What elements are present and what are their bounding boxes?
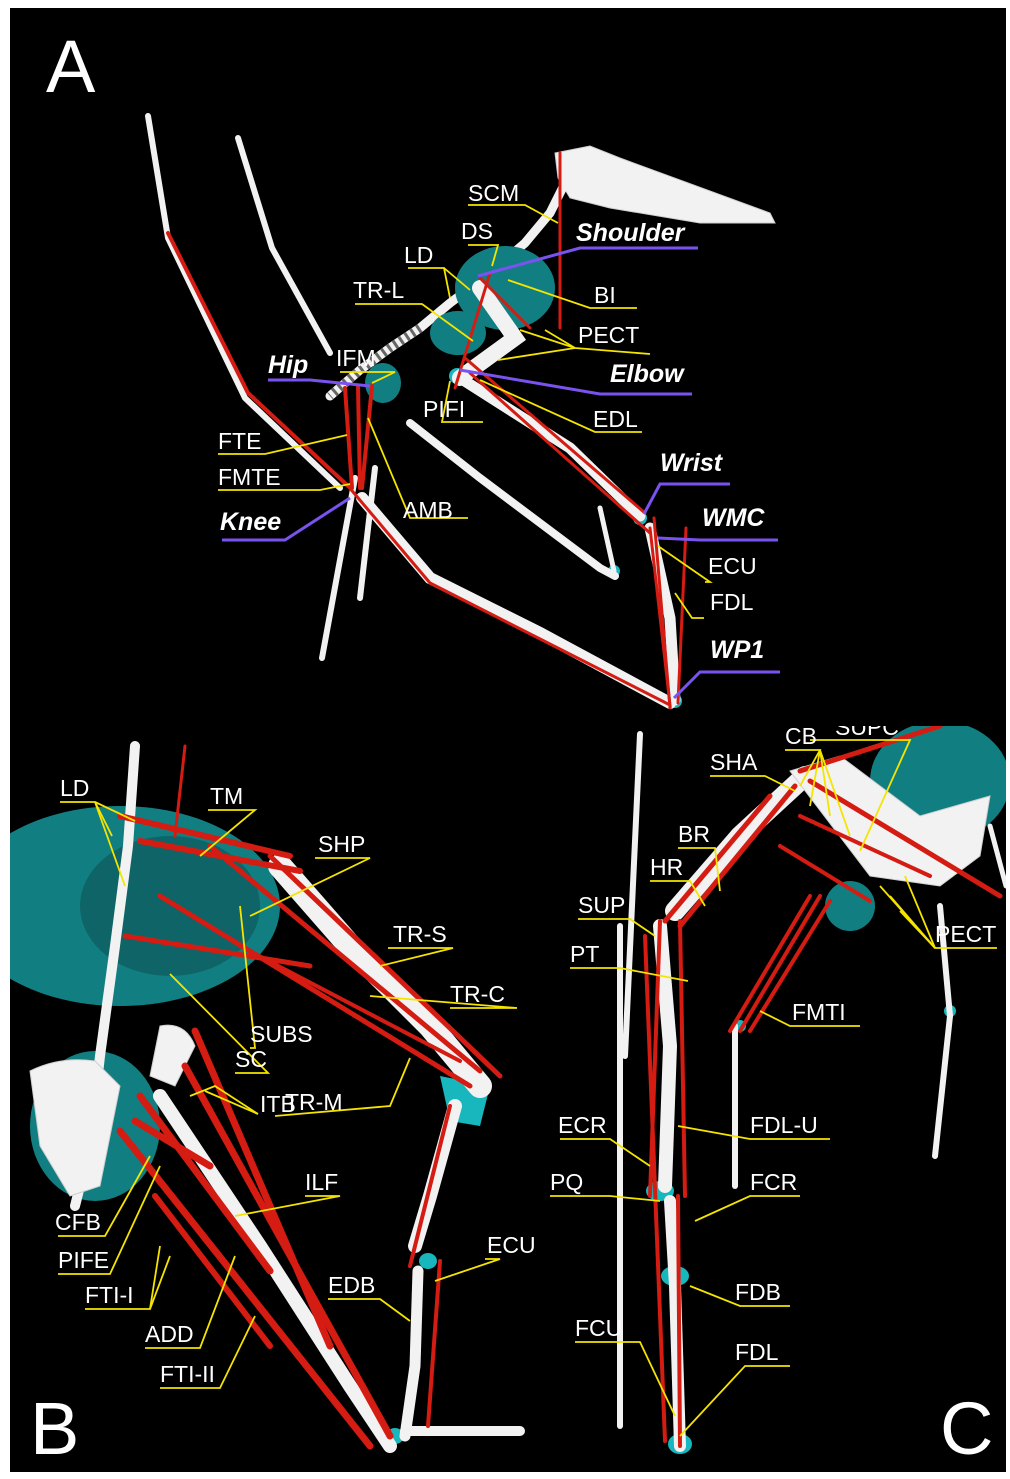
label-fcr: FCR [750, 1169, 797, 1195]
label-wrist: Wrist [660, 449, 724, 477]
label-ifm: IFM [336, 345, 376, 371]
label-amb: AMB [403, 497, 453, 523]
label-pifi: PIFI [423, 396, 465, 422]
label-edl: EDL [593, 406, 638, 432]
label-shp: SHP [318, 831, 365, 857]
skull [555, 146, 775, 223]
label-fdl-u: FDL-U [750, 1112, 818, 1138]
label-br: BR [678, 821, 710, 847]
panel-a: SCM DS LD TR-L BI PECT IFM PIFI EDL FTE … [10, 8, 1006, 726]
label-fte: FTE [218, 428, 261, 454]
label-ilf: ILF [305, 1169, 338, 1195]
panel-c-label: C [940, 1392, 993, 1466]
label-pect: PECT [935, 921, 996, 947]
label-fdl: FDL [710, 589, 754, 615]
label-pife: PIFE [58, 1247, 109, 1273]
panel-c-figure: SUPC CB SHA BR HR SUP PT PECT FMTI FDL-U… [540, 726, 1006, 1472]
panel-b-figure: LD TM SHP TR-S TR-C SUBS SC TR-M ITB ILF… [10, 726, 540, 1472]
label-tm: TM [210, 783, 243, 809]
label-wp1: WP1 [710, 636, 764, 664]
label-add: ADD [145, 1321, 194, 1347]
label-fti-i: FTI-I [85, 1282, 134, 1308]
panel-c: SUPC CB SHA BR HR SUP PT PECT FMTI FDL-U… [540, 726, 1006, 1472]
label-tr-c: TR-C [450, 981, 505, 1007]
label-supc: SUPC [835, 726, 899, 740]
label-hip: Hip [268, 351, 308, 379]
label-fmte: FMTE [218, 464, 281, 490]
panel-a-figure: SCM DS LD TR-L BI PECT IFM PIFI EDL FTE … [10, 8, 1006, 726]
label-fdl: FDL [735, 1339, 779, 1365]
label-itb: ITB [260, 1091, 296, 1117]
label-pt: PT [570, 941, 599, 967]
label-scm: SCM [468, 180, 519, 206]
label-ecu: ECU [708, 553, 757, 579]
label-ld: LD [60, 775, 89, 801]
panel-b-label: B [30, 1392, 79, 1466]
label-knee: Knee [220, 508, 281, 536]
label-elbow: Elbow [610, 360, 685, 388]
label-sha: SHA [710, 749, 758, 775]
label-ds: DS [461, 218, 493, 244]
label-edb: EDB [328, 1272, 375, 1298]
panel-a-label: A [46, 30, 95, 104]
label-fmti: FMTI [792, 999, 846, 1025]
label-tr-l: TR-L [353, 277, 404, 303]
label-ld: LD [404, 242, 433, 268]
label-hr: HR [650, 854, 683, 880]
panel-b: LD TM SHP TR-S TR-C SUBS SC TR-M ITB ILF… [10, 726, 540, 1472]
label-sc: SC [235, 1046, 267, 1072]
label-fcu: FCU [575, 1315, 622, 1341]
label-pect: PECT [578, 322, 639, 348]
cartilage-shapes [365, 246, 682, 708]
label-bi: BI [594, 282, 616, 308]
label-cfb: CFB [55, 1209, 101, 1235]
label-wmc: WMC [702, 504, 765, 532]
label-cb: CB [785, 726, 817, 749]
label-pq: PQ [550, 1169, 583, 1195]
label-shoulder: Shoulder [576, 219, 686, 247]
label-subs: SUBS [250, 1021, 313, 1047]
wing-bones [362, 288, 675, 703]
label-ecr: ECR [558, 1112, 607, 1138]
label-tr-s: TR-S [393, 921, 447, 947]
label-fti-ii: FTI-II [160, 1361, 215, 1387]
label-ecu: ECU [487, 1232, 536, 1258]
label-sup: SUP [578, 892, 625, 918]
label-fdb: FDB [735, 1279, 781, 1305]
